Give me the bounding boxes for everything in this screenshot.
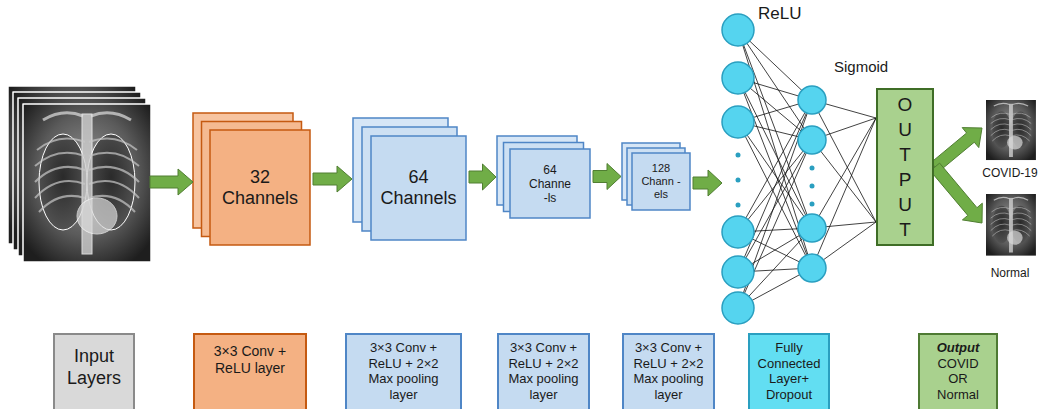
- node-text: 3×3 Conv + ReLU + 2×2 Max pooling layer: [504, 340, 584, 402]
- node-text: 32 Channels: [218, 167, 302, 209]
- flow-arrow: [593, 164, 621, 190]
- layer-stack: 64 Channe -ls: [497, 136, 590, 218]
- legend-box: OutputCOVID OR Normal: [918, 333, 998, 409]
- legend-box: Input Layers: [53, 333, 135, 409]
- node-text: O U T P U T: [895, 92, 915, 242]
- layer-stack: 64 Channels: [353, 118, 466, 240]
- node-text: 64 Channe -ls: [526, 163, 574, 205]
- legend-box: 3×3 Conv + ReLU + 2×2 Max pooling layer: [622, 333, 715, 409]
- node-text: 128 Chann -els: [641, 162, 681, 201]
- node-text: Input Layers: [59, 345, 129, 389]
- node-text: Normal: [991, 266, 1030, 280]
- activation-label: Sigmoid: [834, 58, 888, 75]
- node-text: COVID-19: [982, 166, 1037, 180]
- node-text: 3×3 Conv + ReLU + 2×2 Max pooling layer: [629, 340, 709, 402]
- output-box: O U T P U T: [876, 88, 934, 246]
- node-text: 64 Channels: [379, 167, 459, 209]
- flow-arrow: [469, 164, 496, 190]
- node-text: Output: [937, 340, 980, 356]
- legend-box: 3×3 Conv + ReLU + 2×2 Max pooling layer: [497, 333, 590, 409]
- node-text: 3×3 Conv + ReLU layer: [210, 343, 290, 377]
- output-image: COVID-19: [980, 98, 1040, 182]
- activation-label: ReLU: [758, 4, 801, 24]
- flow-arrow: [313, 166, 352, 192]
- legend-box: 3×3 Conv + ReLU layer: [193, 333, 307, 409]
- node-text: 3×3 Conv + ReLU + 2×2 Max pooling layer: [364, 340, 444, 402]
- node-text: Fully Connected Layer+ Dropout: [755, 340, 823, 402]
- layer-stack: 128 Chann -els: [622, 143, 690, 210]
- node-text: COVID OR Normal: [932, 356, 984, 403]
- output-image: Normal: [980, 190, 1040, 282]
- layer-stack: 32 Channels: [193, 113, 310, 245]
- flow-arrow: [930, 163, 982, 223]
- legend-box: Fully Connected Layer+ Dropout: [748, 333, 830, 409]
- legend-box: 3×3 Conv + ReLU + 2×2 Max pooling layer: [345, 333, 462, 409]
